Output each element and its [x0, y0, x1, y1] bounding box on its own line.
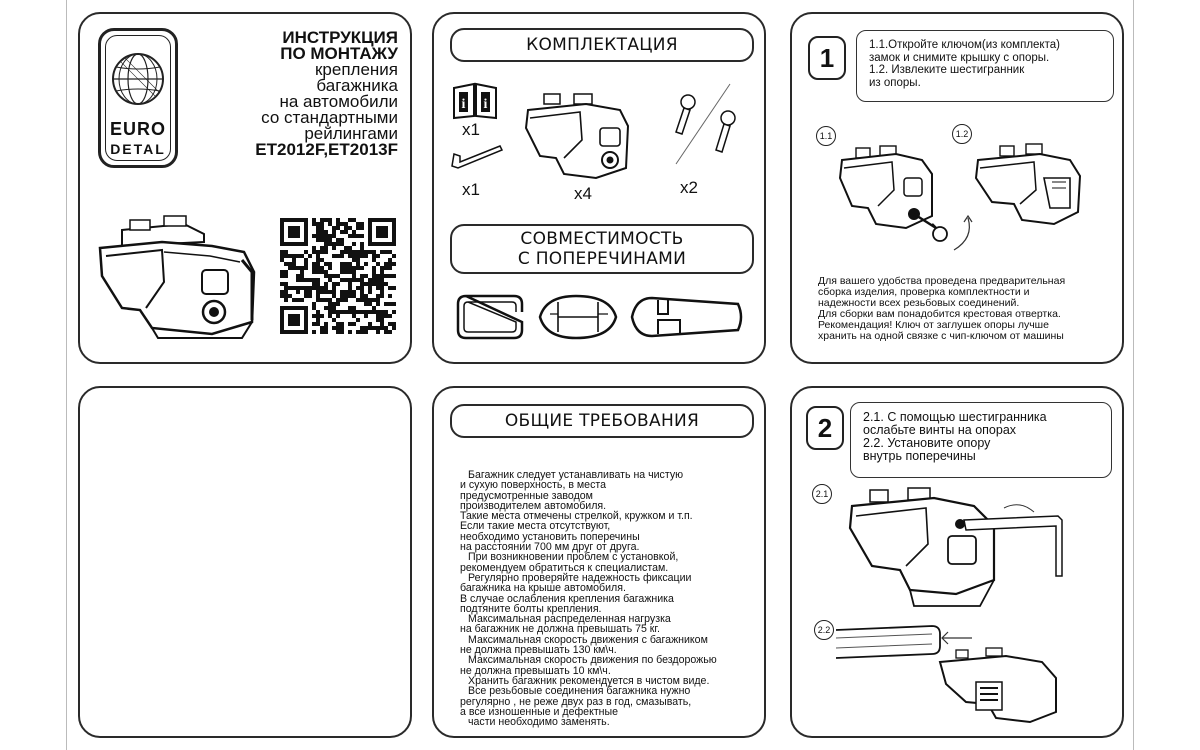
req-line: рекомендуем обратиться к специалистам.: [460, 561, 669, 574]
qr-code: [280, 218, 396, 334]
hex-key-icon: [451, 145, 504, 169]
support-part-drawing: [524, 93, 630, 180]
page-margin-left: [66, 0, 67, 750]
req-line: Все резьбовые соединения багажника нужно: [468, 685, 691, 698]
step2-note-line: внутрь поперечины: [863, 449, 976, 463]
req-line: Багажник следует устанавливать на чистую: [468, 469, 684, 481]
step1-note-line: 1.2. Извлеките шестигранник: [869, 64, 1025, 76]
crossbar-profile-aero-icon: [538, 294, 618, 340]
req-line: на багажник не должна превышать 75 кг.: [460, 623, 660, 636]
title-line: багажника: [316, 76, 398, 95]
title-line-models: ET2012F,ET2013F: [255, 140, 398, 159]
compat-header: СОВМЕСТИМОСТЬ С ПОПЕРЕЧИНАМИ: [450, 224, 754, 274]
req-line: В случае ослабления крепления багажника: [460, 592, 674, 605]
cover-title: ИНСТРУКЦИЯ ПО МОНТАЖУ крепления багажник…: [255, 28, 398, 159]
req-line: производителем автомобиля.: [460, 499, 607, 512]
caption-line: сборка изделия, проверка комплектности и: [818, 286, 1030, 298]
req-line: не должна превышать 10 км\ч.: [460, 664, 611, 677]
caption-line: хранить на одной связке с чип-ключом от …: [818, 330, 1064, 342]
req-line: Максимальная распределенная нагрузка: [468, 613, 671, 626]
caption-line: Для вашего удобства проведена предварите…: [818, 275, 1066, 287]
caption-line: Рекомендация! Ключ от заглушек опоры луч…: [818, 319, 1049, 331]
req-line: на расстоянии 700 мм друг от друга.: [460, 541, 640, 554]
caption-line: Для сборки вам понадобится крестовая отв…: [818, 308, 1061, 320]
requirements-panel: ОБЩИЕ ТРЕБОВАНИЯ Багажник следует устана…: [432, 386, 766, 738]
req-line: предусмотренные заводом: [460, 489, 593, 502]
step1-label-a: 1.1: [816, 126, 836, 146]
step1-drawing-remove-key: [974, 143, 1082, 226]
title-line: крепления: [314, 60, 398, 79]
req-line: Максимальная скорость движения по бездор…: [468, 654, 717, 667]
title-line: ИНСТРУКЦИЯ: [282, 28, 398, 47]
step1-note-line: из опоры.: [869, 76, 921, 89]
page-margin-right: [1133, 0, 1134, 750]
req-line: Регулярно проверяйте надежность фиксации: [468, 571, 692, 584]
req-line: регулярно , не реже двух раз в год, смаз…: [460, 695, 692, 708]
step1-label-b: 1.2: [952, 124, 972, 144]
req-line: части необходимо заменять.: [468, 716, 610, 729]
blank-panel: [78, 386, 412, 738]
req-line: подтяните болты крепления.: [460, 602, 602, 615]
kit-header: КОМПЛЕКТАЦИЯ: [450, 28, 754, 62]
step2-note-line: 2.2. Установите опору: [863, 436, 991, 450]
step2-instruction: 2.1. С помощью шестигранника ослабьте ви…: [850, 402, 1112, 478]
req-line: Максимальная скорость движения с багажни…: [468, 633, 708, 646]
step2-panel: 2 2.1. С помощью шестигранника ослабьте …: [790, 386, 1124, 738]
globe-icon: [112, 53, 164, 105]
step2-number: 2: [806, 406, 844, 450]
req-line: Такие места отмечены стрелкой, кружком и…: [460, 510, 693, 523]
req-line: При возникновении проблем с установкой,: [468, 551, 679, 564]
roof-support-drawing: [98, 215, 256, 339]
req-line: Если такие места отсутствуют,: [460, 520, 611, 533]
req-line: багажника на крыше автомобиля.: [460, 582, 626, 595]
step1-note-line: замок и снимите крышку с опоры.: [869, 51, 1050, 64]
title-line: ПО МОНТАЖУ: [280, 44, 398, 63]
title-line: на автомобили: [279, 92, 398, 111]
rotate-arrow-icon: [953, 214, 973, 251]
qty-hexkey: x1: [462, 180, 480, 199]
req-line: Хранить багажник рекомендуется в чистом …: [468, 674, 710, 687]
cover-panel: EURO DETAL ИНСТРУКЦИЯ ПО МОНТАЖУ креплен…: [78, 12, 412, 364]
qty-support: x4: [574, 184, 592, 203]
qty-keys: x2: [680, 178, 698, 197]
crossbar-profile-wing-icon: [630, 296, 743, 338]
req-line: не должна превышать 130 км\ч.: [460, 644, 617, 657]
req-line: необходимо установить поперечины: [460, 530, 640, 543]
caption-line: надежности всех резьбовых соединений.: [818, 297, 1020, 309]
keys-icon: [675, 83, 736, 165]
step2-label-b: 2.2: [814, 620, 834, 640]
req-line: а все изношенные и дефектные: [460, 705, 619, 718]
step2-drawing-loosen: [848, 487, 1063, 607]
step2-note-line: 2.1. С помощью шестигранника: [863, 410, 1047, 424]
compat-line2: С ПОПЕРЕЧИНАМИ: [517, 249, 687, 270]
svg-text:i: i: [462, 97, 466, 112]
svg-text:i: i: [484, 97, 488, 112]
qty-manual: x1: [462, 120, 480, 139]
kit-panel: КОМПЛЕКТАЦИЯ i i x1 x1 x4 x2 СОВМЕСТИМОС…: [432, 12, 766, 364]
step1-note-line: 1.1.Откройте ключом(из комплекта): [869, 39, 1060, 51]
requirements-header: ОБЩИЕ ТРЕБОВАНИЯ: [450, 404, 754, 438]
crossbar-profile-square-icon: [456, 294, 524, 340]
logo-word-detal: DETAL: [110, 141, 166, 157]
step1-number: 1: [808, 36, 846, 80]
step1-drawing-open-lock: [838, 145, 948, 242]
title-line: со стандартными: [261, 108, 398, 127]
manual-book-icon: i i: [453, 82, 497, 120]
step2-drawing-insert: [836, 625, 1057, 724]
req-line: и сухую поверхность, в места: [460, 479, 607, 492]
step1-instruction: 1.1.Откройте ключом(из комплекта) замок …: [856, 30, 1114, 102]
step2-note-line: ослабьте винты на опорах: [863, 423, 1017, 437]
requirements-text: Багажник следует устанавливать на чистую…: [460, 469, 760, 729]
step1-panel: 1 1.1.Откройте ключом(из комплекта) замо…: [790, 12, 1124, 364]
eurodetal-logo: EURO DETAL: [98, 28, 178, 168]
step2-label-a: 2.1: [812, 484, 832, 504]
title-line: рейлингами: [304, 124, 398, 143]
logo-word-euro: EURO: [109, 119, 166, 139]
compat-line1: СОВМЕСТИМОСТЬ: [520, 229, 684, 249]
step1-caption: Для вашего удобства проведена предварите…: [818, 276, 1118, 342]
